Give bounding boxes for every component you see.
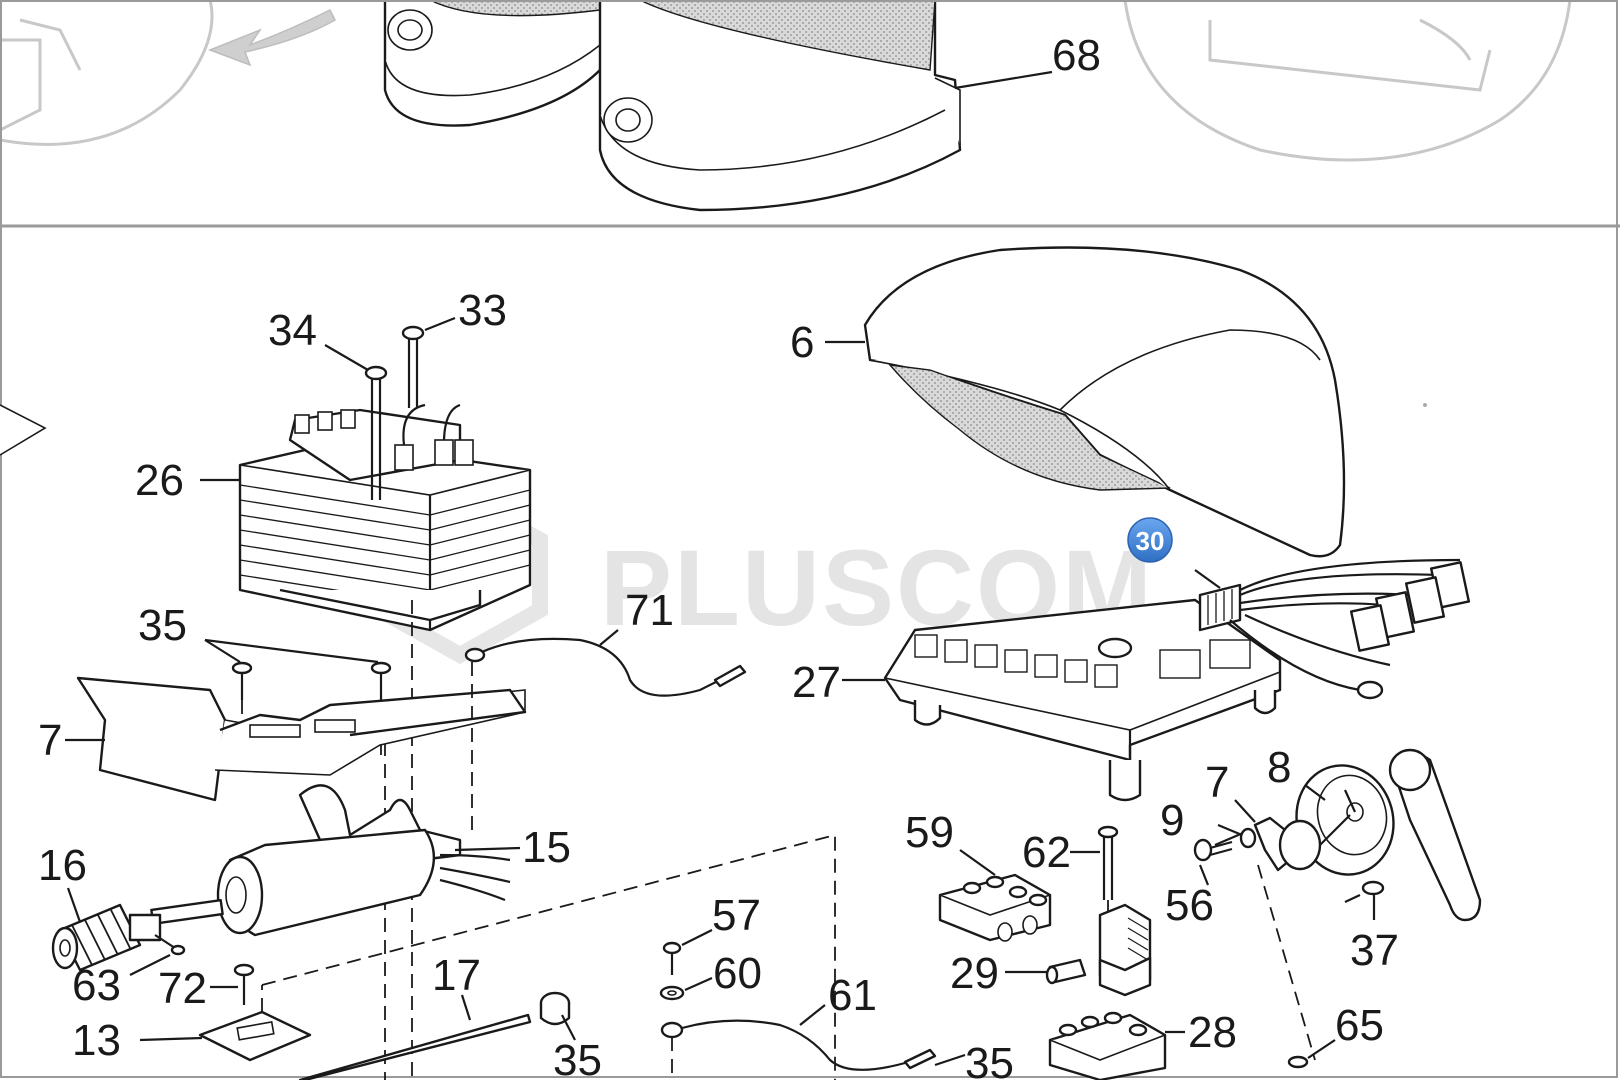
ghost-left-view (0, 0, 336, 146)
transformer-26 (238, 403, 532, 632)
callout-37: 37 (1350, 926, 1399, 975)
callout-36: 62 (1022, 828, 1071, 877)
cover-6 (863, 246, 1346, 558)
screw-33 (401, 325, 425, 408)
rotate-arrow-icon (207, 8, 336, 67)
release-knob-9 (1295, 748, 1482, 922)
callout-72: 72 (158, 964, 207, 1013)
terminal-block-62 (938, 873, 1052, 942)
callout-35-bottom: 35 (965, 1039, 1014, 1080)
control-board-27 (883, 598, 1282, 802)
callout-61: 61 (828, 971, 877, 1020)
washer-65 (1287, 1055, 1309, 1069)
callout-68: 68 (1052, 31, 1101, 80)
top-panel: 68 (0, 0, 1572, 212)
callout-71: 71 (625, 586, 674, 635)
plate-25 (198, 985, 312, 1062)
screw-72 (233, 963, 255, 1005)
callout-28: 28 (1188, 1008, 1237, 1057)
callout-65: 65 (1335, 1001, 1384, 1050)
screw-63 (154, 934, 186, 956)
callout-25: 13 (72, 1016, 121, 1065)
screw-57 (662, 941, 682, 975)
callout-29: 29 (950, 949, 999, 998)
wiring-harness-30 (1194, 558, 1471, 700)
washer-60 (659, 985, 685, 1001)
callout-16: 16 (38, 841, 87, 890)
nut-13 (539, 991, 571, 1026)
callout-17: 17 (432, 951, 481, 1000)
callout-60: 60 (713, 949, 762, 998)
speck (1423, 403, 1427, 407)
hotspot-30[interactable]: 30 (1127, 517, 1173, 563)
callout-34: 34 (268, 306, 317, 355)
motor-15 (150, 784, 511, 937)
callout-62: 59 (905, 808, 954, 857)
bracket-7 (76, 676, 527, 802)
screw-37 (1344, 880, 1385, 903)
callout-56: 56 (1165, 881, 1214, 930)
callout-7: 7 (38, 716, 62, 765)
callout-9: 8 (1267, 743, 1291, 792)
callout-26: 26 (135, 456, 184, 505)
callout-6: 6 (790, 318, 814, 367)
hotspot-30-label: 30 (1136, 526, 1165, 556)
earth-cable-71 (464, 637, 747, 830)
gate-motor-housing-right (598, 0, 962, 212)
callout-63: 63 (72, 961, 121, 1010)
callout-57: 57 (712, 891, 761, 940)
fuse-29 (1045, 958, 1087, 985)
callout-59: 9 (1160, 796, 1184, 845)
earth-cable-61 (660, 1019, 937, 1080)
ghost-right-view (1123, 0, 1572, 162)
cutoff-part-left (0, 404, 47, 456)
terminal-block-28 (1048, 1011, 1167, 1080)
screw-36 (1097, 825, 1119, 920)
callout-27: 27 (792, 658, 841, 707)
screw-34 (364, 365, 388, 500)
callout-13: 35 (553, 1036, 602, 1080)
shaft-17 (298, 1013, 532, 1080)
callout-35: 35 (138, 601, 187, 650)
gate-motor-housing-left (383, 0, 607, 127)
callout-33: 33 (458, 286, 507, 335)
washer-59 (1239, 827, 1257, 849)
fuse-holder (1098, 903, 1152, 997)
callout-8: 7 (1205, 758, 1229, 807)
screw-56 (1193, 838, 1233, 862)
callout-15: 15 (522, 823, 571, 872)
worm-gear-16 (51, 903, 162, 972)
